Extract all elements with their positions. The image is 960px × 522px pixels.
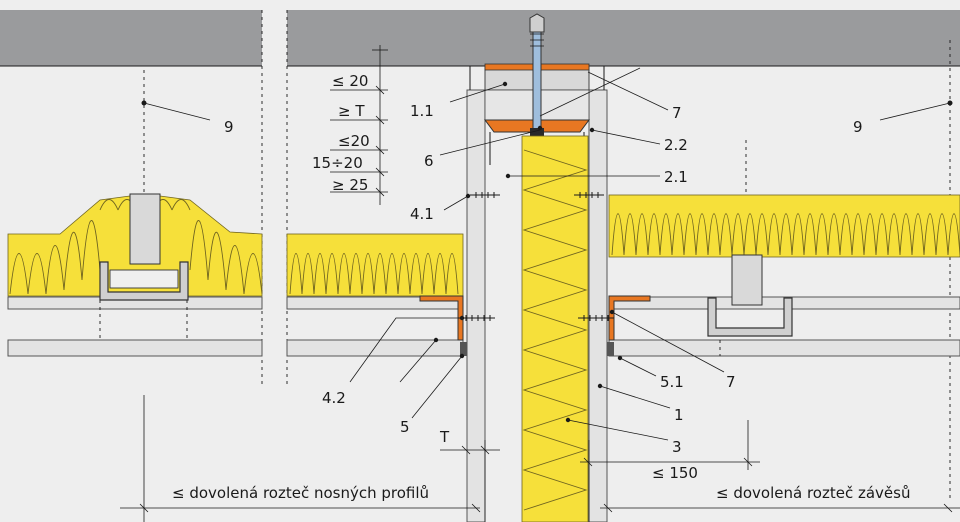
ceiling-slab-right [287, 10, 960, 66]
wall-board-right [588, 89, 608, 522]
label-6: 6 [424, 152, 434, 170]
label-2-2: 2.2 [664, 136, 688, 154]
wall-board-left [466, 89, 486, 522]
hanger-left [129, 193, 161, 265]
label-1-1: 1.1 [410, 102, 434, 120]
span-label-left: ≤ dovolená rozteč nosných profilů [172, 484, 429, 502]
hanger-right [731, 254, 763, 306]
dim-t: T [439, 428, 450, 446]
label-1: 1 [674, 406, 684, 424]
insulation-right [608, 194, 960, 258]
label-9-left: 9 [224, 118, 234, 136]
label-4-2: 4.2 [322, 389, 346, 407]
label-9-right: 9 [853, 118, 863, 136]
sealant-left [460, 342, 467, 356]
span-label-right: ≤ dovolená rozteč závěsů [716, 484, 910, 502]
ceiling-board-mid-bottom [286, 339, 464, 357]
wall-angle-right [608, 295, 651, 341]
ceiling-profile-left [99, 261, 189, 301]
dim-min-25: ≥ 25 [332, 176, 368, 194]
label-5-1: 5.1 [660, 373, 684, 391]
anchor-dowel [532, 19, 542, 139]
dim-15-20: 15÷20 [312, 154, 363, 172]
screw-4-1-right [574, 192, 604, 198]
dim-max-20-b: ≤20 [338, 132, 370, 150]
screw-4-1-left [470, 192, 500, 198]
dim-max-20: ≤ 20 [332, 72, 368, 90]
dim-max-150: ≤ 150 [652, 464, 698, 482]
label-4-1: 4.1 [410, 205, 434, 223]
ceiling-board-left-bottom [7, 339, 263, 357]
ceiling-profile-right [707, 297, 793, 337]
sealant-right [607, 342, 614, 356]
label-7-top: 7 [672, 104, 682, 122]
label-2-1: 2.1 [664, 168, 688, 186]
ceiling-slab-left [0, 10, 262, 66]
label-3: 3 [672, 438, 682, 456]
screw-4-2-left [458, 315, 495, 321]
screw-right [578, 315, 614, 321]
ceiling-board-right-bottom [608, 339, 960, 357]
label-5: 5 [400, 418, 410, 436]
wall-angle-left [419, 295, 464, 341]
dim-min-t: ≥ T [338, 102, 365, 120]
insulation-wall [521, 135, 589, 522]
label-7-bottom: 7 [726, 373, 736, 391]
